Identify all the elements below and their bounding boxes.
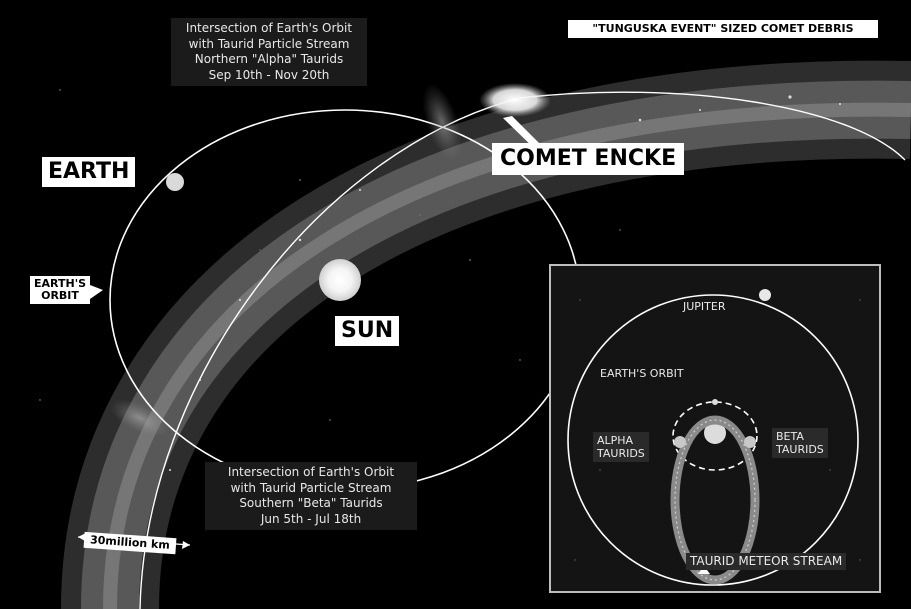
earth xyxy=(166,173,184,191)
jupiter-label: JUPITER xyxy=(683,300,726,313)
comet-label: COMET ENCKE xyxy=(492,143,685,175)
stream-label-pointer xyxy=(698,566,710,574)
inset-earths-orbit-label: EARTH'S ORBIT xyxy=(600,367,684,380)
beta-taurids-line-2: TAURIDS xyxy=(776,443,824,456)
alpha-line-1: Intersection of Earth's Orbit xyxy=(185,21,353,35)
sun xyxy=(319,259,361,301)
alpha-taurids-line-1: ALPHA xyxy=(597,434,634,447)
alpha-line-2: with Taurid Particle Stream xyxy=(188,36,350,51)
earths-orbit-line-2: ORBIT xyxy=(41,289,79,302)
earth-label: EARTH xyxy=(42,157,136,187)
comet-encke xyxy=(479,83,551,117)
alpha-taurids-node xyxy=(674,436,686,448)
earths-orbit-line-1: EARTH'S xyxy=(34,277,87,290)
taurid-stream-dots xyxy=(674,419,756,581)
alpha-line-4: Sep 10th - Nov 20th xyxy=(208,67,330,82)
alpha-intersection-label: Intersection of Earth's Orbit with Tauri… xyxy=(171,18,367,86)
beta-intersection-haze xyxy=(110,399,170,437)
inset-earths-orbit xyxy=(672,401,758,471)
inset-panel xyxy=(549,264,881,593)
comet-encke-orbit xyxy=(139,91,906,609)
alpha-taurids-label: ALPHA TAURIDS xyxy=(593,432,649,462)
beta-taurids-node xyxy=(744,436,756,448)
inset-earth xyxy=(712,399,718,405)
inset-sun xyxy=(704,422,726,444)
sun-label: SUN xyxy=(335,316,400,346)
beta-line-2: with Taurid Particle Stream xyxy=(230,480,392,495)
beta-line-4: Jun 5th - Jul 18th xyxy=(260,511,362,526)
beta-line-1: Intersection of Earth's Orbit xyxy=(227,465,395,479)
beta-intersection-label: Intersection of Earth's Orbit with Tauri… xyxy=(205,462,417,530)
jupiter-orbit xyxy=(567,294,859,586)
alpha-taurids-line-2: TAURIDS xyxy=(597,447,645,460)
beta-taurids-line-1: BETA xyxy=(776,430,804,443)
taurid-meteor-stream-label: TAURID METEOR STREAM xyxy=(686,553,847,570)
alpha-line-3: Northern "Alpha" Taurids xyxy=(194,52,344,66)
beta-taurids-label: BETA TAURIDS xyxy=(772,428,828,458)
earths-orbit-label: EARTH'S ORBIT xyxy=(30,276,91,304)
alpha-intersection-haze xyxy=(422,83,462,161)
orbit-label-pointer xyxy=(90,285,103,299)
beta-line-3: Southern "Beta" Taurids xyxy=(239,496,383,510)
taurid-stream-band xyxy=(61,60,911,609)
jupiter xyxy=(759,289,771,301)
inset-stars xyxy=(574,299,861,561)
debris-label: "TUNGUSKA EVENT" SIZED COMET DEBRIS xyxy=(568,20,878,38)
